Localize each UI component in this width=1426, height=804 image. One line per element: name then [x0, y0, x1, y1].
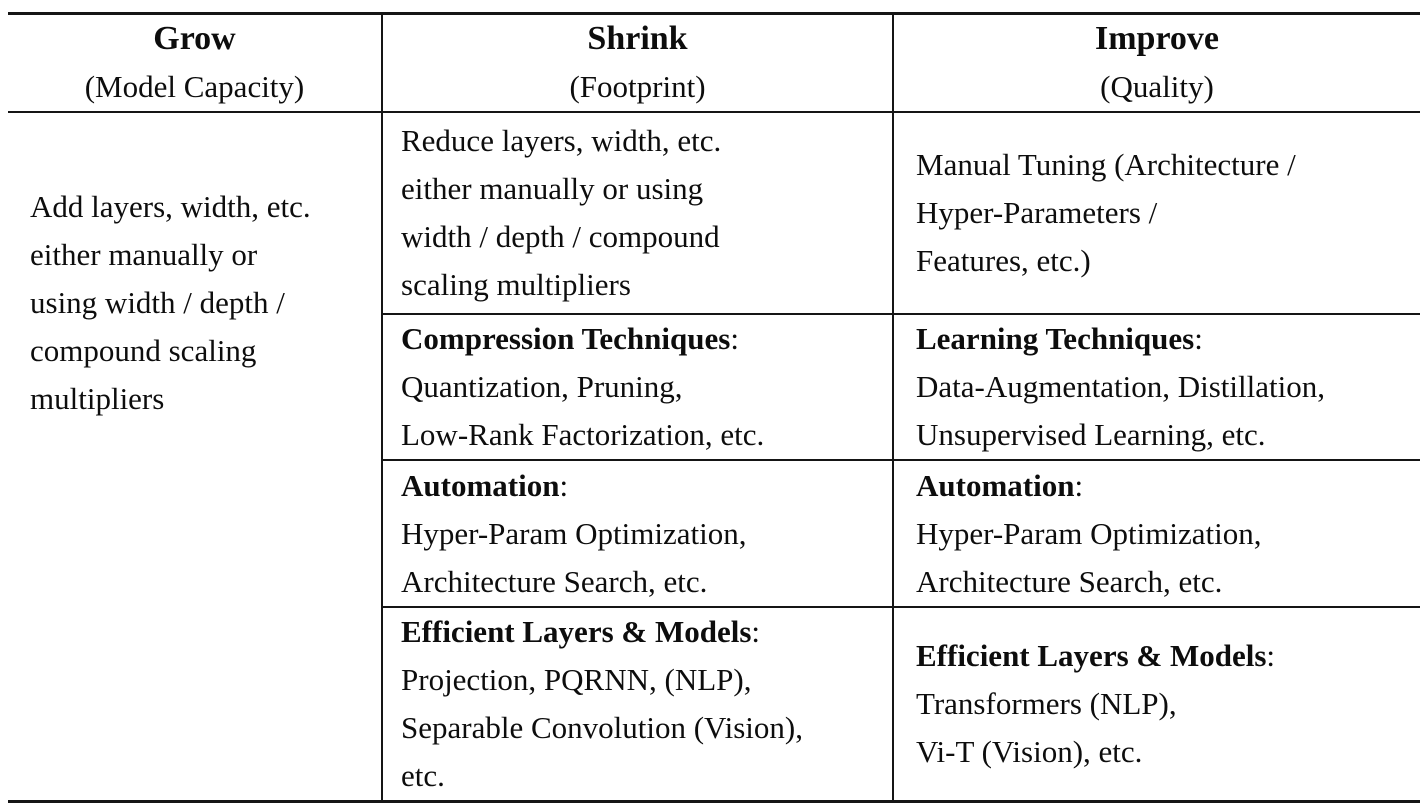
cell-shrink-compression: Compression Techniques: Quantization, Pr… — [381, 314, 893, 461]
cell-improve-manual-tuning: Manual Tuning (Architecture / Hyper-Para… — [892, 112, 1420, 315]
cell-line: Architecture Search, etc. — [916, 563, 1223, 599]
cell-shrink-efficient-layers: Efficient Layers & Models: Projection, P… — [381, 607, 893, 803]
cell-improve-efficient-layers: Efficient Layers & Models: Transformers … — [892, 607, 1420, 803]
cell-lead-label: Efficient Layers & Models — [401, 614, 752, 649]
cell-line: Efficient Layers & Models: — [401, 608, 886, 656]
cell-line: Compression Techniques: — [401, 315, 886, 363]
cell-line: Data-Augmentation, Distillation, — [916, 369, 1325, 404]
cell-line: Transformers (NLP), — [916, 686, 1177, 721]
cell-line: Add layers, width, etc. — [30, 189, 311, 224]
cell-lead-label: Automation — [916, 467, 1075, 503]
cell-improve-learning: Learning Techniques: Data-Augmentation, … — [892, 314, 1420, 461]
cell-line: Reduce layers, width, etc. — [401, 123, 722, 158]
cell-line: Projection, PQRNN, (NLP), — [401, 662, 752, 697]
col-header-grow: Grow (Model Capacity) — [8, 12, 382, 113]
cell-shrink-automation: Automation: Hyper-Param Optimization, Ar… — [381, 460, 893, 608]
cell-lead-colon: : — [1194, 321, 1203, 356]
col-subtitle-shrink: (Footprint) — [569, 69, 706, 104]
model-techniques-table: Grow (Model Capacity) Shrink (Footprint)… — [8, 12, 1420, 803]
col-subtitle-improve: (Quality) — [1100, 69, 1214, 104]
col-title-grow: Grow — [153, 20, 236, 57]
cell-lead-colon: : — [730, 321, 739, 356]
cell-grow-scaling: Add layers, width, etc. either manually … — [8, 112, 382, 803]
table-row: Automation: Hyper-Param Optimization, Ar… — [8, 460, 1420, 608]
cell-line: either manually or using — [401, 171, 704, 206]
cell-line: Architecture Search, etc. — [401, 563, 708, 599]
cell-line: Hyper-Parameters / — [916, 195, 1158, 230]
cell-line: Learning Techniques: — [916, 315, 1414, 363]
cell-line: Features, etc.) — [916, 243, 1091, 278]
cell-line: etc. — [401, 758, 445, 793]
cell-lead-label: Learning Techniques — [916, 321, 1195, 356]
header-row: Grow (Model Capacity) Shrink (Footprint)… — [8, 12, 1420, 113]
cell-line: multipliers — [30, 381, 165, 416]
cell-improve-automation: Automation: Hyper-Param Optimization, Ar… — [892, 460, 1420, 608]
cell-line: Quantization, Pruning, — [401, 369, 683, 404]
cell-lead-label: Compression Techniques — [401, 321, 731, 356]
cell-shrink-scaling: Reduce layers, width, etc. either manual… — [381, 112, 893, 315]
col-header-improve: Improve (Quality) — [892, 12, 1420, 113]
table-row: Add layers, width, etc. either manually … — [8, 112, 1420, 803]
cell-line: Unsupervised Learning, etc. — [916, 417, 1266, 452]
cell-line: Separable Convolution (Vision), — [401, 710, 803, 745]
cell-line: using width / depth / — [30, 285, 285, 320]
cell-lead-label: Efficient Layers & Models — [916, 638, 1267, 673]
cell-line: either manually or — [30, 237, 258, 272]
cell-line: Manual Tuning (Architecture / — [916, 147, 1296, 182]
col-title-shrink: Shrink — [587, 20, 688, 57]
cell-line: Automation: — [401, 462, 886, 510]
cell-line: Vi-T (Vision), etc. — [916, 734, 1143, 769]
col-header-shrink: Shrink (Footprint) — [381, 12, 893, 113]
cell-line: Hyper-Param Optimization, — [401, 515, 747, 551]
cell-line: scaling multipliers — [401, 267, 631, 302]
col-title-improve: Improve — [1094, 20, 1220, 57]
cell-line: compound scaling — [30, 333, 257, 368]
cell-lead-label: Automation — [401, 467, 560, 503]
cell-line: Hyper-Param Optimization, — [916, 515, 1262, 551]
cell-line: width / depth / compound — [401, 219, 720, 254]
cell-lead-colon: : — [1266, 638, 1276, 673]
col-subtitle-grow: (Model Capacity) — [84, 69, 305, 104]
cell-line: Low-Rank Factorization, etc. — [401, 417, 765, 452]
cell-line: Automation: — [916, 462, 1414, 510]
table-row: Compression Techniques: Quantization, Pr… — [8, 314, 1420, 461]
cell-lead-colon: : — [751, 614, 761, 649]
cell-line: Efficient Layers & Models: — [916, 632, 1414, 680]
table-row: Efficient Layers & Models: Projection, P… — [8, 607, 1420, 803]
cell-lead-colon: : — [559, 467, 569, 503]
cell-lead-colon: : — [1074, 467, 1084, 503]
